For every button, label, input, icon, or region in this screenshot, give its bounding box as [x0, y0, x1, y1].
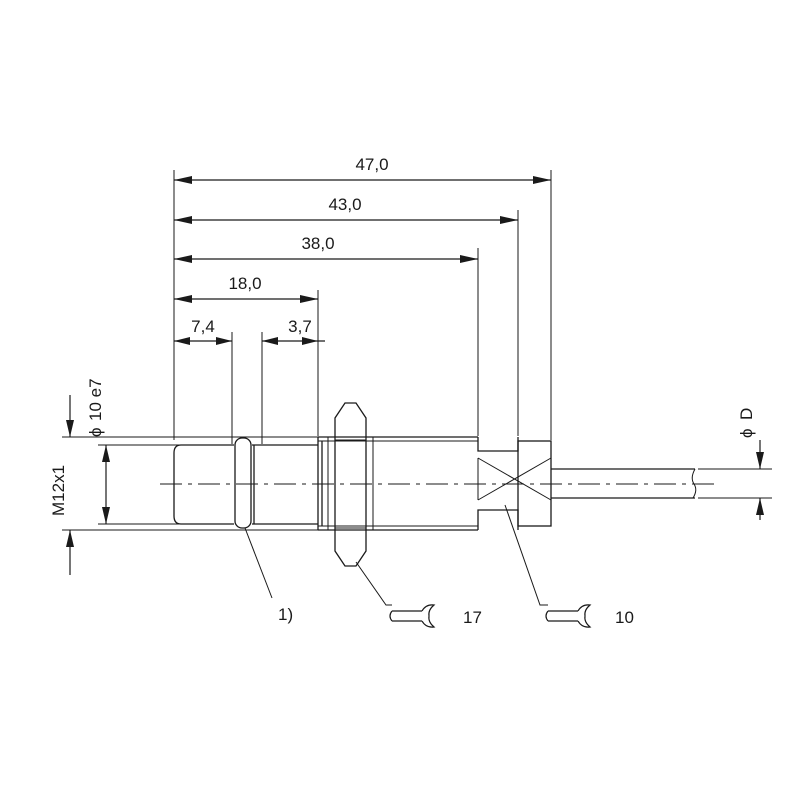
dimension-label-18: 18,0	[228, 274, 261, 293]
nut-wrench-size-label: 17	[463, 608, 482, 627]
dimension-3-7: 3,7	[262, 317, 325, 345]
front-section	[252, 444, 318, 525]
extension-lines	[62, 170, 772, 531]
dimension-cable-diameter: ϕ D	[737, 408, 764, 520]
wrench-icon	[545, 604, 592, 628]
dimension-label-7-4: 7,4	[191, 317, 215, 336]
nut-wrench-callout: 17	[355, 561, 482, 628]
footnote-callout: 1)	[244, 527, 293, 624]
dimension-label-47: 47,0	[355, 155, 388, 174]
footnote-marker: 1)	[278, 605, 293, 624]
hex-nut-edge	[327, 437, 374, 530]
dimension-47: 47,0	[174, 155, 551, 184]
hex-nut	[334, 402, 367, 567]
dimension-label-10e7: 10 e7	[86, 378, 105, 421]
cable	[551, 468, 695, 499]
housing-cross	[477, 457, 552, 501]
dimension-label-d: D	[737, 408, 756, 420]
housing-wrench-size-label: 10	[615, 608, 634, 627]
dimension-7-4: 7,4	[174, 317, 232, 345]
dimension-label-3-7: 3,7	[288, 317, 312, 336]
diameter-symbol: ϕ	[737, 428, 756, 438]
dimension-label-38: 38,0	[301, 234, 334, 253]
dimension-38: 38,0	[174, 234, 478, 263]
wrench-icon	[389, 604, 436, 628]
threaded-housing	[317, 436, 478, 531]
dimension-thread-m12: M12x1	[49, 395, 74, 575]
dimension-diameter-10e7: ϕ 10 e7	[86, 378, 110, 524]
diameter-symbol: ϕ	[86, 427, 105, 437]
cable-gland	[517, 440, 552, 527]
dimension-43: 43,0	[174, 195, 518, 224]
dimension-18: 18,0	[174, 274, 318, 303]
dimension-label-m12x1: M12x1	[49, 465, 68, 516]
groove-ring	[234, 437, 252, 529]
sensor-body	[173, 402, 697, 567]
cable-break	[691, 468, 697, 499]
dimension-label-43: 43,0	[328, 195, 361, 214]
housing-wrench-callout: 10	[504, 504, 634, 628]
